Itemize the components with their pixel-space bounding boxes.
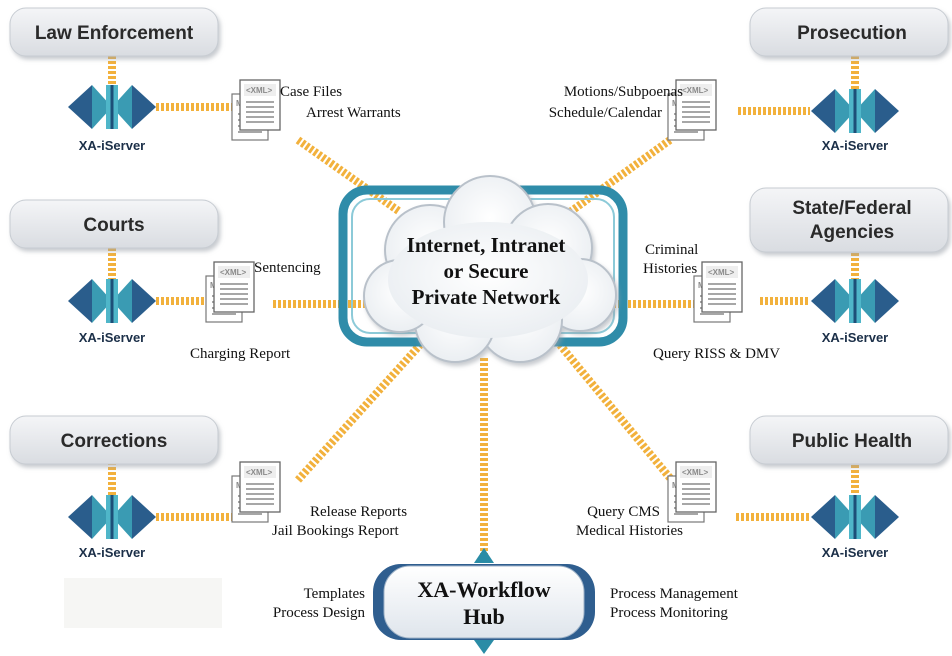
network-label-line-3: Private Network: [412, 285, 561, 309]
svg-text:<XML>: <XML>: [708, 268, 735, 277]
agency-corrections[interactable]: Corrections: [9, 415, 219, 465]
agency-name-line-1: State/Federal: [792, 198, 911, 219]
label-motions-subpoenas: Motions/Subpoenas: [564, 84, 683, 100]
agency-name: Public Health: [792, 431, 912, 452]
agency-name: Law Enforcement: [35, 23, 194, 44]
blank-panel: [64, 578, 222, 628]
xa-iserver-label: XA-iServer: [79, 138, 145, 153]
label-case-files: Case Files: [280, 84, 342, 100]
workflow-hub[interactable]: XA-Workflow Hub: [373, 548, 595, 654]
xa-iserver-icon[interactable]: XA-iServer: [68, 495, 156, 560]
hub-arrow-up-icon: [474, 548, 494, 563]
xa-iserver-label: XA-iServer: [822, 330, 888, 345]
hub-title-line-2: Hub: [463, 604, 505, 629]
document-labels: Case Files Arrest Warrants Motions/Subpo…: [190, 84, 780, 539]
agency-name: Courts: [83, 215, 144, 236]
svg-text:<XML>: <XML>: [246, 86, 273, 95]
label-criminal: Criminal: [645, 242, 698, 258]
label-process-design: Process Design: [273, 605, 366, 621]
label-jail-bookings-report: Jail Bookings Report: [272, 523, 399, 539]
label-query-cms: Query CMS: [587, 504, 660, 520]
xa-iserver-icon[interactable]: XA-iServer: [811, 89, 899, 153]
xa-iserver-icon[interactable]: XA-iServer: [68, 85, 156, 153]
label-process-monitoring: Process Monitoring: [610, 605, 728, 621]
svg-text:<XML>: <XML>: [246, 468, 273, 477]
label-charging-report: Charging Report: [190, 346, 291, 362]
label-process-management: Process Management: [610, 586, 739, 602]
agency-prosecution[interactable]: Prosecution: [749, 7, 949, 57]
label-arrest-warrants: Arrest Warrants: [306, 105, 401, 121]
xml-document-icon: ML><XML>: [667, 79, 717, 141]
network-label-line-2: or Secure: [444, 259, 529, 283]
xml-document-icon: ML><XML>: [231, 461, 281, 523]
network-node: Internet, Intranet or Secure Private Net…: [338, 175, 628, 363]
cloud-shape: [363, 175, 617, 363]
xa-iserver-icon[interactable]: XA-iServer: [811, 279, 899, 345]
xa-iserver-icon[interactable]: XA-iServer: [68, 279, 156, 345]
label-medical-histories: Medical Histories: [576, 523, 683, 539]
xa-iserver-label: XA-iServer: [79, 330, 145, 345]
xa-iserver-label: XA-iServer: [822, 545, 888, 560]
agency-courts[interactable]: Courts: [9, 199, 219, 249]
label-release-reports: Release Reports: [310, 504, 407, 520]
svg-text:<XML>: <XML>: [682, 468, 709, 477]
agency-name-line-2: Agencies: [810, 222, 894, 243]
xml-document-icon: ML><XML>: [667, 461, 717, 523]
xa-iserver-label: XA-iServer: [79, 545, 145, 560]
agency-name: Prosecution: [797, 23, 907, 44]
label-schedule-calendar: Schedule/Calendar: [549, 105, 662, 121]
svg-text:<XML>: <XML>: [682, 86, 709, 95]
hub-title-line-1: XA-Workflow: [417, 577, 550, 602]
xml-document-icon: ML><XML>: [693, 261, 743, 323]
xml-document-icon: ML><XML>: [205, 261, 255, 323]
label-histories: Histories: [643, 261, 697, 277]
label-templates: Templates: [304, 586, 366, 602]
agency-state-federal[interactable]: State/Federal Agencies: [749, 187, 949, 253]
agency-law-enforcement[interactable]: Law Enforcement: [9, 7, 219, 57]
agency-public-health[interactable]: Public Health: [749, 415, 949, 465]
xa-iserver-label: XA-iServer: [822, 138, 888, 153]
xml-document-icon: ML><XML>: [231, 79, 281, 141]
xa-iserver-icon[interactable]: XA-iServer: [811, 495, 899, 560]
xml-document-icons: ML><XML> ML><XML> ML><XML> ML><XML> ML><XML>…: [205, 79, 743, 523]
label-query-riss-dmv: Query RISS & DMV: [653, 346, 780, 362]
network-label-line-1: Internet, Intranet: [407, 233, 566, 257]
label-sentencing: Sentencing: [254, 260, 321, 276]
connectors: [108, 56, 859, 556]
agency-name: Corrections: [61, 431, 168, 452]
hub-arrow-down-icon: [474, 640, 494, 654]
svg-text:<XML>: <XML>: [220, 268, 247, 277]
